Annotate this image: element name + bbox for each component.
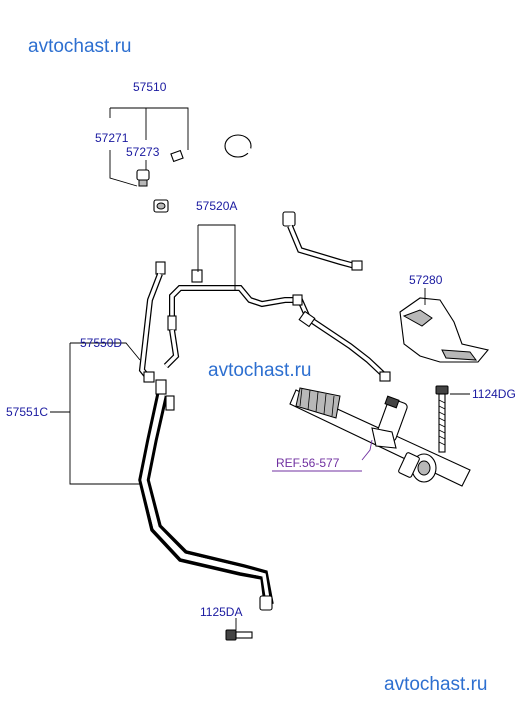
pressure-hose-57510: [158, 134, 363, 271]
label-57550D: 57550D: [80, 336, 122, 350]
return-hose-57520A: [163, 269, 391, 382]
label-57551C: 57551C: [6, 405, 48, 419]
label-1125DA: 1125DA: [200, 605, 242, 619]
watermark-top: avtochast.ru: [28, 36, 132, 57]
watermark-bottom: avtochast.ru: [384, 674, 488, 695]
heat-shield-57280: [399, 297, 489, 363]
label-57510: 57510: [133, 80, 167, 94]
fitting-57273: [136, 169, 150, 187]
label-57520A: 57520A: [196, 199, 237, 213]
watermark-middle: avtochast.ru: [208, 360, 312, 381]
label-57273: 57273: [126, 145, 160, 159]
bolt-1124DG: [435, 385, 449, 453]
label-1124DG: 1124DG: [472, 387, 516, 401]
reference-label: REF.56-577: [276, 456, 340, 470]
fitting-57271: [153, 199, 169, 213]
cooler-tubes-57551C: [138, 261, 274, 611]
label-57280: 57280: [409, 273, 443, 287]
label-57271: 57271: [95, 131, 129, 145]
bolt-1125DA: [225, 629, 253, 641]
steering-gear-assembly: [289, 387, 471, 487]
